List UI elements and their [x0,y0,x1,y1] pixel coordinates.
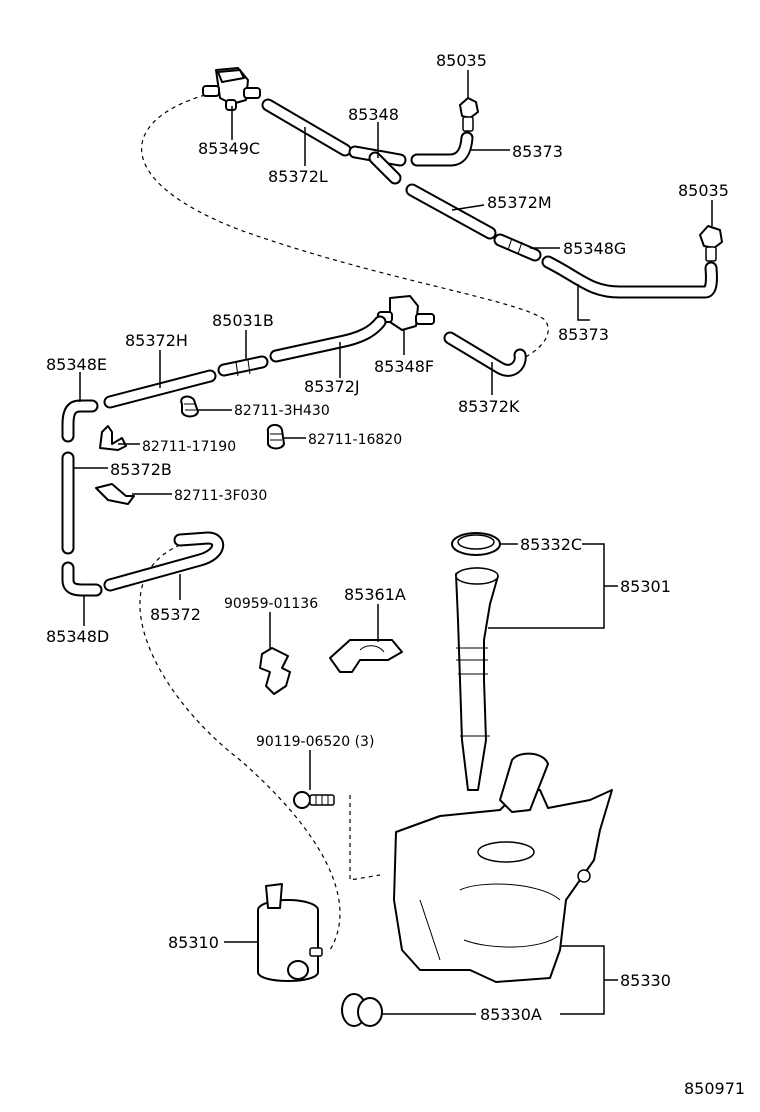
hose-85372j [269,315,387,363]
label-85348e: 85348E [46,355,107,374]
check-valve-85031b [217,355,269,377]
label-85372b: 85372B [110,460,172,479]
hose-85373-top [410,131,474,167]
label-85330a: 85330A [480,1005,542,1024]
routing-dash-lower [139,544,341,951]
label-85332c: 85332C [520,535,582,554]
washer-nozzle-85035-right [699,225,723,262]
bolt-position-dash [349,795,381,881]
bracket-85361a [329,639,403,673]
label-85330: 85330 [620,971,671,990]
hose-85372k [443,331,527,377]
hose-clamp-82711-3h430 [180,395,199,418]
label-85372m: 85372M [487,193,552,212]
hose-85372h [103,369,217,409]
label-85035-right: 85035 [678,181,729,200]
label-82711-17190: 82711-17190 [142,439,236,455]
grommet-85330a [341,993,383,1027]
hose-clamp-82711-17190 [99,425,127,451]
label-82711-16820: 82711-16820 [308,432,402,448]
label-85372j: 85372J [304,377,360,396]
label-82711-3h430: 82711-3H430 [234,403,330,419]
label-85372h: 85372H [125,331,188,350]
hose-clamp-82711-3f030 [95,483,135,505]
label-90119-06520: 90119-06520 (3) [256,734,374,750]
label-85348f: 85348F [374,357,434,376]
filler-cap-85332c [451,532,501,556]
label-85310: 85310 [168,933,219,952]
label-85372k: 85372K [458,397,520,416]
label-90959-01136: 90959-01136 [224,596,318,612]
label-85373-mid: 85373 [558,325,609,344]
hose-85372 [103,531,224,592]
label-85361a: 85361A [344,585,406,604]
hose-85372m [405,183,497,240]
label-85301: 85301 [620,577,671,596]
label-85348-top: 85348 [348,105,399,124]
label-82711-3f030: 82711-3F030 [174,488,267,504]
three-way-joint-85348f [377,295,435,331]
three-way-joint-85349c [202,67,261,111]
straight-joint-85348g [493,233,542,262]
hose-85373-long [541,255,718,299]
label-85348g: 85348G [563,239,626,258]
label-85372l: 85372L [268,167,328,186]
elbow-joint-85348d [61,561,103,597]
routing-dash-upper [141,94,549,361]
label-85035-top: 85035 [436,51,487,70]
label-85031b: 85031B [212,311,274,330]
filler-neck [455,567,499,791]
label-85348d: 85348D [46,627,109,646]
washer-nozzle-85035-top [459,97,479,132]
bolt-90119-06520 [293,791,335,809]
label-85349c: 85349C [198,139,260,158]
hose-clamp-82711-16820 [266,424,285,450]
washer-pump-85310 [257,883,323,982]
hose-85372l [261,98,352,157]
label-85373-top: 85373 [512,142,563,161]
washer-tank-85330 [393,752,613,983]
label-85372: 85372 [150,605,201,624]
clip-90959-01136 [259,647,291,695]
elbow-joint-85348e [61,399,99,443]
diagram-number: 850971 [684,1079,745,1098]
